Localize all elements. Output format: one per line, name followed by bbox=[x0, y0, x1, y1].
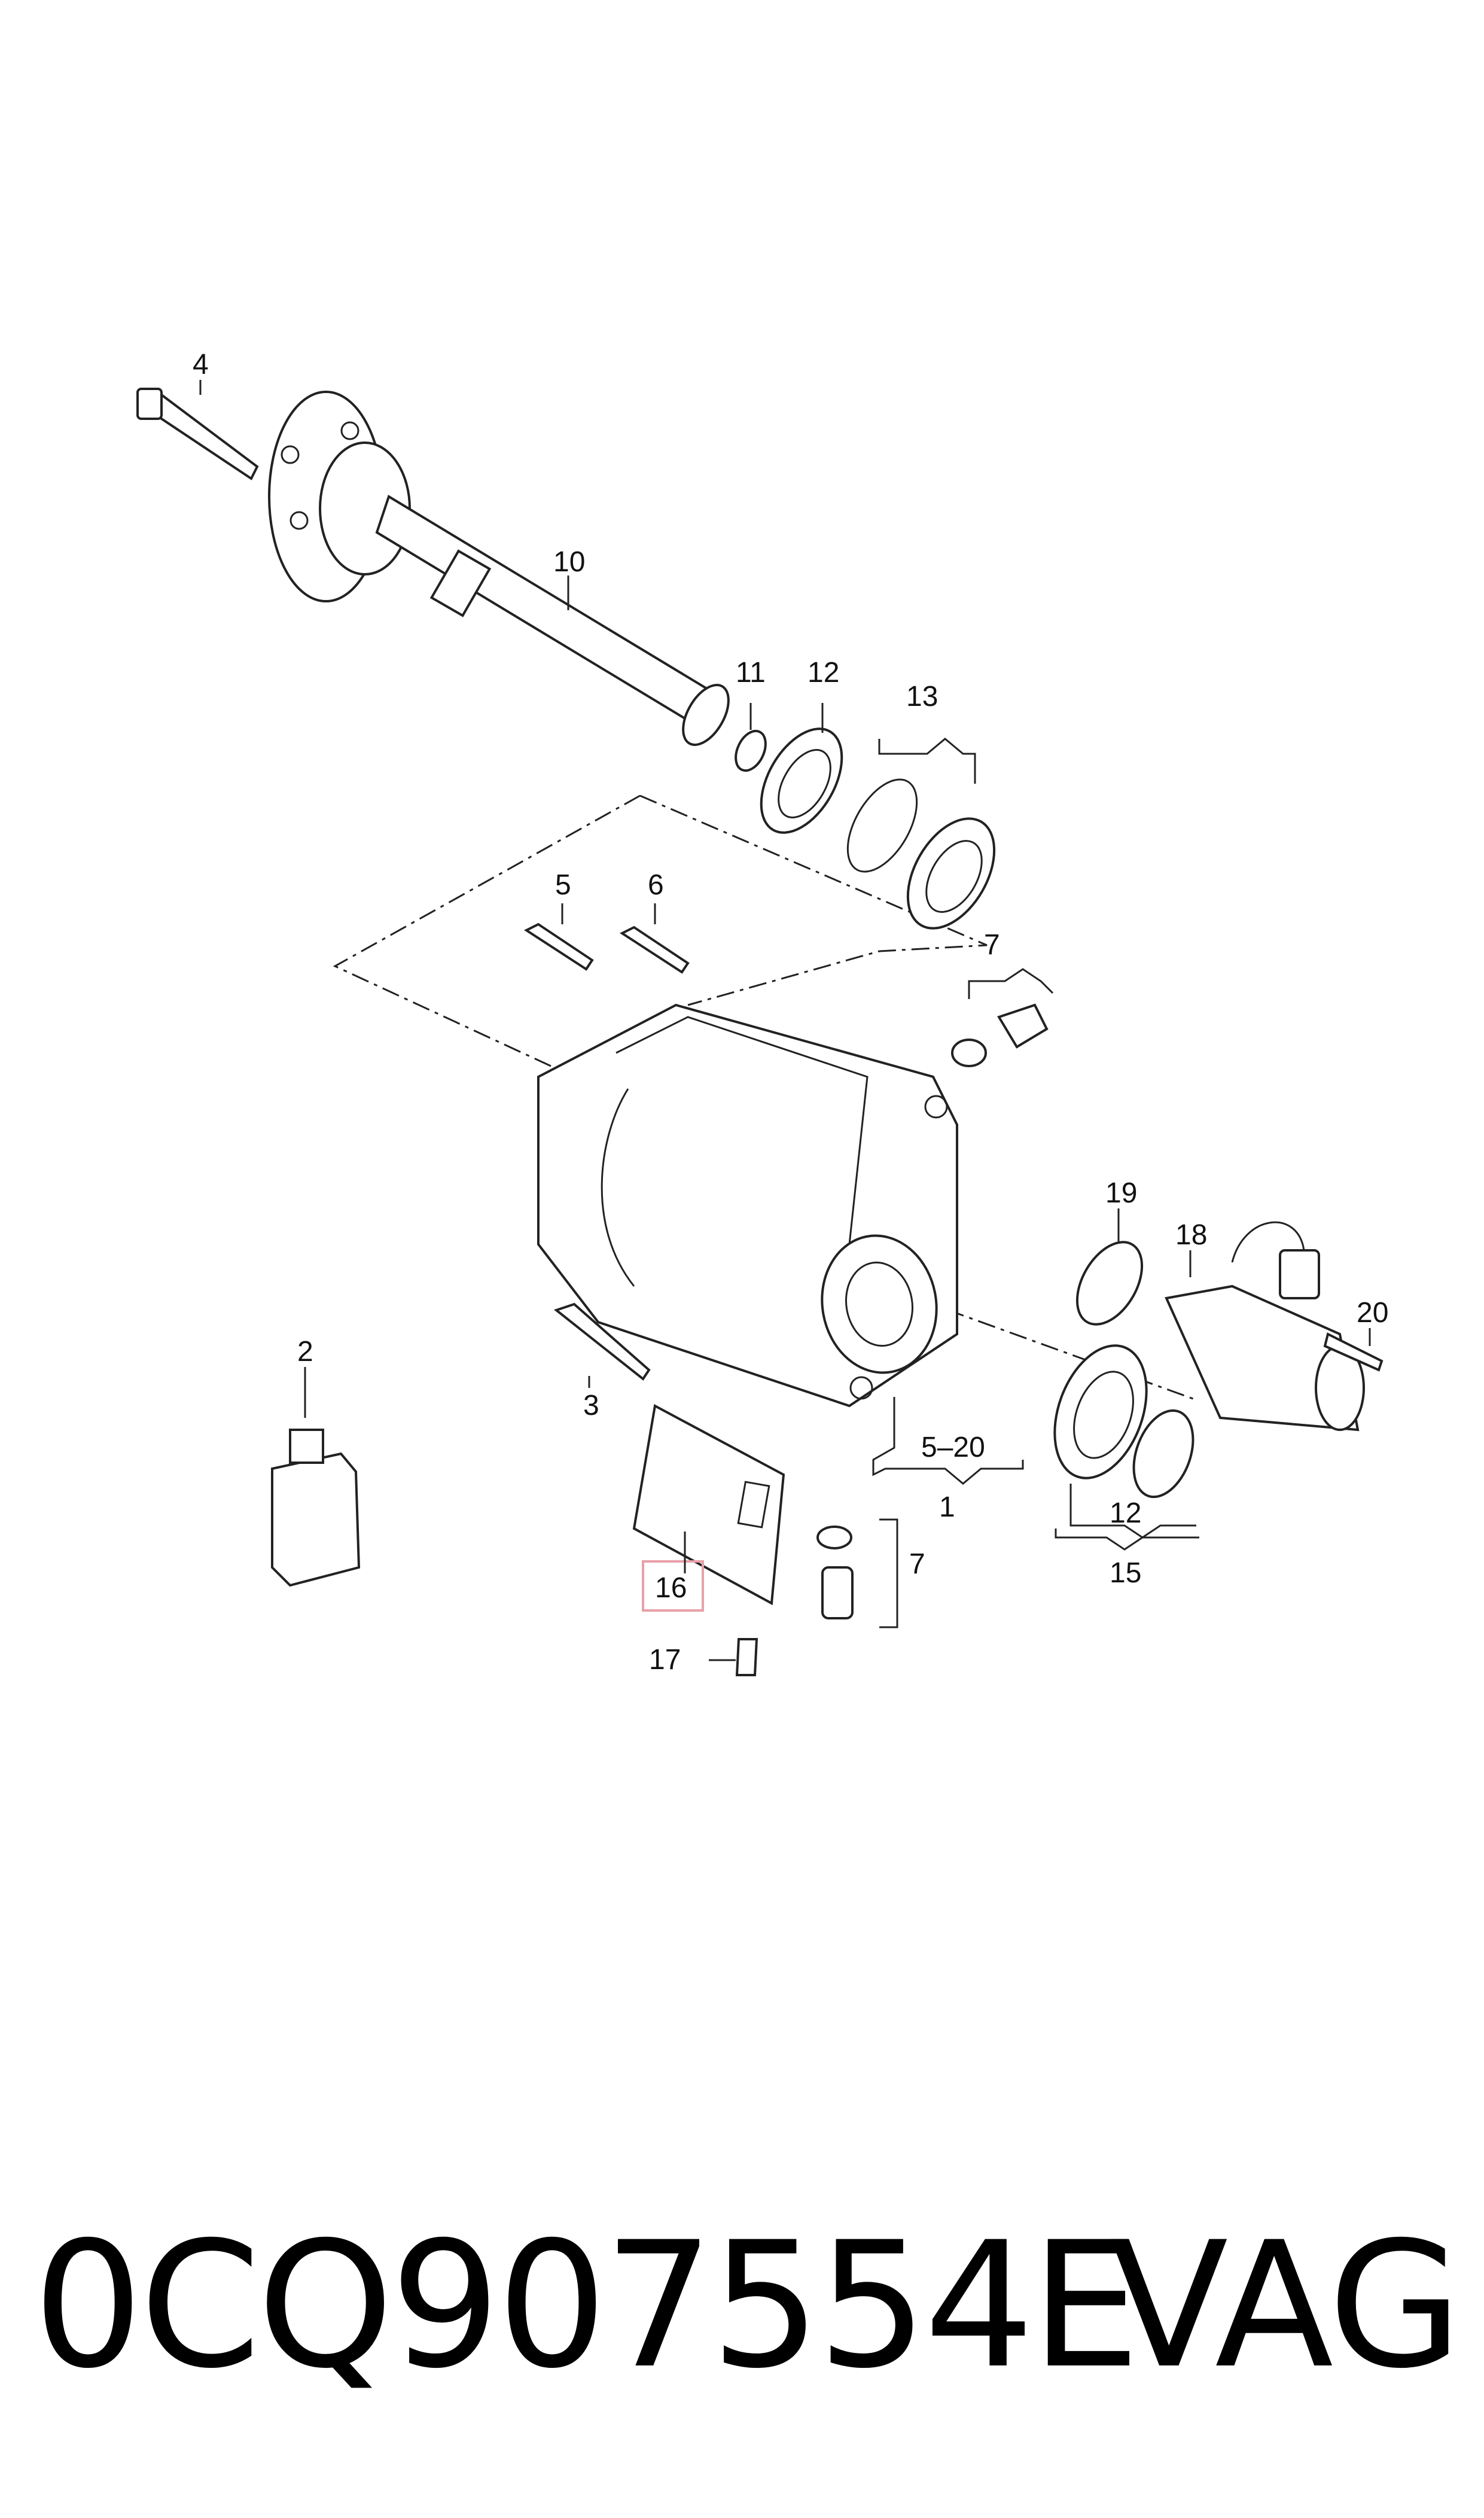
callout-13: 13 bbox=[906, 681, 938, 713]
actuator-o-ring-part bbox=[1075, 1241, 1144, 1326]
callout-4: 4 bbox=[193, 349, 209, 380]
callout-7-bottom: 7 bbox=[909, 1548, 925, 1580]
bottom-plug-part bbox=[816, 1526, 854, 1619]
brand-name: VAG bbox=[1110, 2205, 1462, 2407]
callout-19: 19 bbox=[1105, 1177, 1137, 1209]
output-seal-part bbox=[1053, 1344, 1194, 1499]
drain-plug-part bbox=[951, 1003, 1049, 1067]
callout-5: 5 bbox=[555, 869, 571, 901]
callout-20: 20 bbox=[1357, 1297, 1388, 1329]
callout-18: 18 bbox=[1175, 1219, 1207, 1251]
callout-12-top: 12 bbox=[807, 657, 839, 689]
flange-bolt-part bbox=[136, 388, 259, 480]
callout-11: 11 bbox=[736, 657, 766, 689]
callout-17: 17 bbox=[649, 1644, 681, 1676]
callout-3: 3 bbox=[583, 1390, 599, 1421]
housing-bolt-part bbox=[553, 1302, 651, 1381]
control-unit-bolt-part bbox=[735, 1638, 758, 1676]
callout-12-bottom: 12 bbox=[1110, 1497, 1141, 1529]
studs-part bbox=[523, 922, 690, 974]
oil-bottle-part bbox=[271, 1429, 361, 1587]
drive-shaft-part bbox=[268, 391, 730, 746]
o-ring-part bbox=[735, 729, 767, 772]
actuator-motor-part bbox=[1165, 1221, 1365, 1432]
actuator-bolt-part bbox=[1323, 1332, 1384, 1372]
callout-5-20: 5–20 bbox=[921, 1432, 985, 1463]
control-unit-part bbox=[632, 1403, 785, 1606]
leader-lines bbox=[199, 380, 1371, 1661]
gearbox-housing-part bbox=[537, 1003, 958, 1408]
shaft-seal-part bbox=[760, 727, 843, 834]
callout-16: 16 bbox=[655, 1572, 687, 1604]
callout-15: 15 bbox=[1110, 1557, 1141, 1589]
highlight-box-16 bbox=[642, 1560, 704, 1612]
circlip-seal-part bbox=[846, 778, 996, 930]
callout-10: 10 bbox=[553, 546, 585, 578]
callout-7-top: 7 bbox=[984, 929, 1000, 961]
callout-1: 1 bbox=[939, 1491, 955, 1523]
callout-6: 6 bbox=[648, 869, 664, 901]
callout-2: 2 bbox=[297, 1336, 313, 1368]
assembly-outline bbox=[333, 794, 1197, 1401]
part-number: 0CQ907554E bbox=[33, 2205, 1141, 2407]
